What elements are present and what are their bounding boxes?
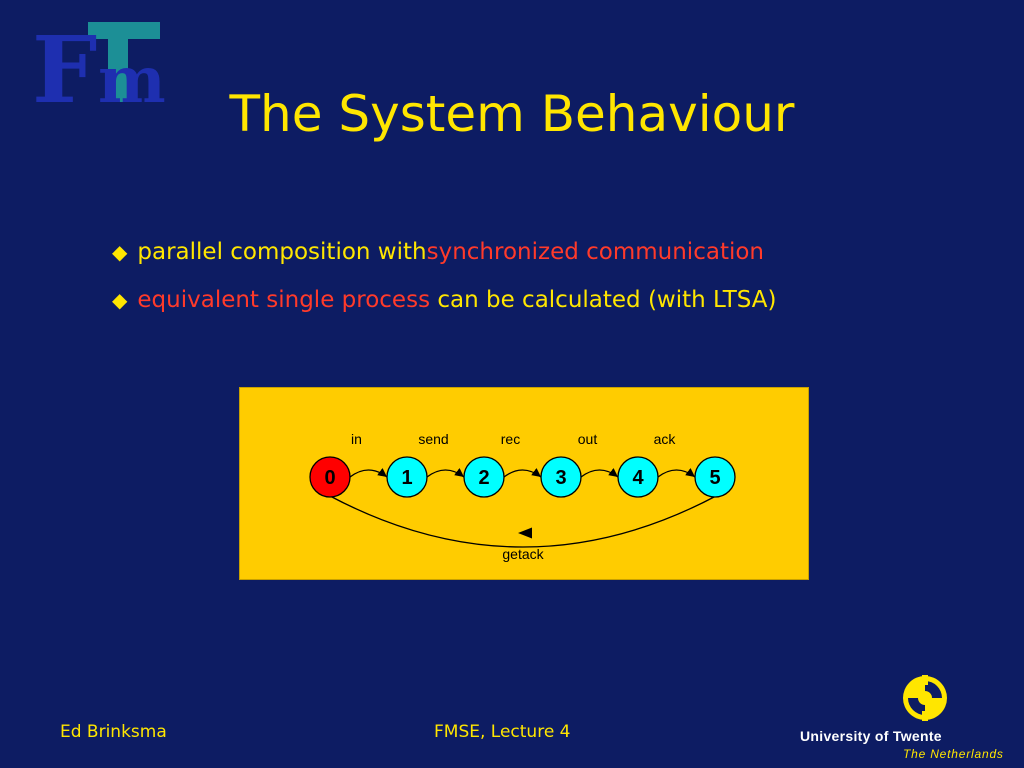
state-label: 5	[709, 467, 720, 489]
footer-course: FMSE, Lecture 4	[434, 722, 571, 742]
state-node	[309, 456, 351, 498]
bullet-text: parallel composition with	[137, 239, 427, 265]
university-name: University of Twente	[800, 728, 942, 744]
transition-arrow	[426, 467, 465, 478]
back-transition-label: getack	[502, 546, 544, 562]
transition-label: out	[578, 431, 598, 447]
state-node	[617, 456, 659, 498]
bullet-emphasis: synchronized communication	[426, 239, 764, 265]
footer-author: Ed Brinksma	[60, 722, 167, 742]
transition-arrow	[657, 467, 696, 478]
transition-arrow	[349, 467, 388, 478]
transition-label: rec	[501, 431, 520, 447]
state-label: 3	[555, 467, 566, 489]
state-label: 4	[632, 467, 644, 489]
lts-diagram: getack in send rec out ack 0 1 2 3 4 5	[239, 387, 809, 580]
transition-arrow	[580, 467, 619, 478]
bullet-text: can be calculated (with LTSA)	[430, 287, 777, 313]
lts-graph: getack in send rec out ack 0 1 2 3 4 5	[309, 431, 736, 562]
state-node	[540, 456, 582, 498]
bullet-list: ◆ parallel composition with synchronized…	[112, 228, 776, 324]
fm-logo: F m	[32, 20, 166, 108]
back-transition-arrowhead	[518, 527, 532, 539]
transition-label: in	[351, 431, 362, 447]
state-node	[463, 456, 505, 498]
state-node	[386, 456, 428, 498]
slide-title: The System Behaviour	[229, 85, 795, 143]
state-label: 1	[401, 467, 412, 489]
svg-text:m: m	[98, 43, 166, 108]
state-label: 2	[478, 467, 489, 489]
state-label: 0	[324, 467, 335, 489]
back-transition-arc	[329, 495, 717, 548]
state-node	[694, 456, 736, 498]
bullet-item: ◆ parallel composition with synchronized…	[112, 228, 776, 276]
diamond-bullet-icon: ◆	[112, 288, 128, 312]
transition-label: ack	[654, 431, 677, 447]
university-logo-icon	[903, 675, 947, 721]
diamond-bullet-icon: ◆	[112, 240, 128, 264]
transition-arrow	[503, 467, 542, 478]
svg-text:F: F	[32, 20, 97, 108]
transition-label: send	[418, 431, 448, 447]
bullet-emphasis: equivalent single process	[137, 287, 431, 313]
university-country: The Netherlands	[903, 747, 1004, 761]
bullet-item: ◆ equivalent single process can be calcu…	[112, 276, 776, 324]
